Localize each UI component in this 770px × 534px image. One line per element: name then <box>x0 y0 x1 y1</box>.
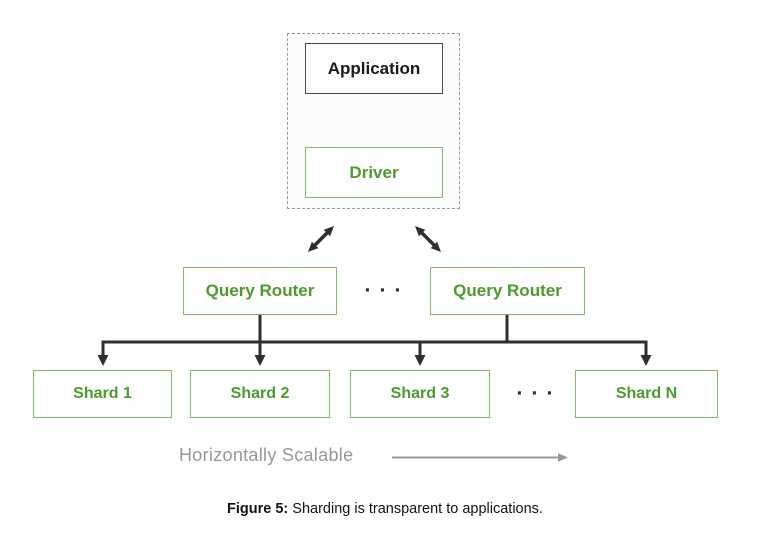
driver-label: Driver <box>349 162 399 182</box>
shard-node-1: Shard 1 <box>33 370 172 418</box>
query-router-node-2: Query Router <box>430 267 585 315</box>
shard-node-2: Shard 2 <box>190 370 330 418</box>
horizontally-scalable-arrow-icon <box>392 453 568 462</box>
application-label: Application <box>327 58 421 78</box>
query-router-label: Query Router <box>205 281 315 300</box>
shard-label: Shard 2 <box>230 385 290 402</box>
figure-caption-text: Sharding is transparent to applications. <box>288 501 543 517</box>
bus-to-shard-arrows <box>97 340 652 366</box>
driver-router-right-double-arrow-icon <box>415 226 441 252</box>
figure-caption-prefix: Figure 5: <box>227 501 289 517</box>
shard-node-n: Shard N <box>575 370 718 418</box>
shard-ellipsis: ··· <box>516 382 562 405</box>
router-shard-bus-lines <box>101 315 648 344</box>
shard-node-3: Shard 3 <box>350 370 490 418</box>
shard-label: Shard N <box>615 385 678 402</box>
figure-caption: Figure 5: Sharding is transparent to app… <box>0 501 770 517</box>
horizontally-scalable-label: Horizontally Scalable <box>179 445 354 465</box>
application-node: Application <box>305 43 443 94</box>
shard-label: Shard 3 <box>390 385 450 402</box>
router-ellipsis: ··· <box>364 279 410 302</box>
query-router-label: Query Router <box>453 281 562 300</box>
shard-label: Shard 1 <box>73 385 132 402</box>
query-router-node-1: Query Router <box>183 267 337 315</box>
driver-router-left-double-arrow-icon <box>308 226 334 252</box>
driver-node: Driver <box>305 147 443 198</box>
